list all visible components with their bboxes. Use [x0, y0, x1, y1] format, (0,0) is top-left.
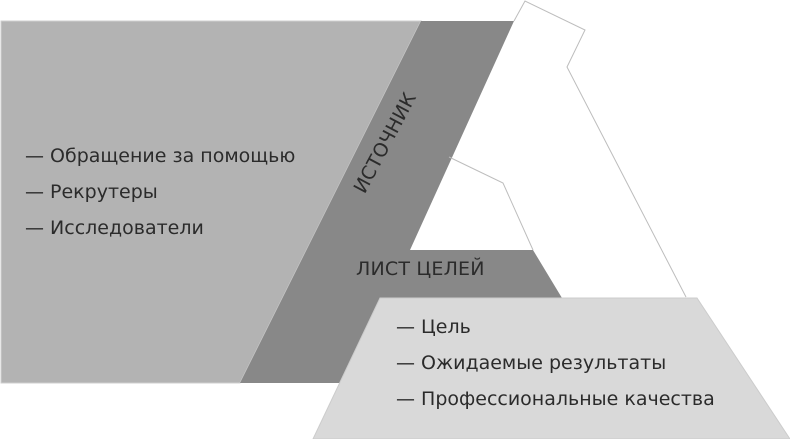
triangle-outline	[513, 0, 687, 298]
bottom-panel-shape	[312, 297, 790, 439]
list-item: — Рекрутеры	[25, 181, 158, 203]
source-band-shape	[240, 21, 562, 383]
inner-cut-outline	[448, 156, 534, 251]
goals-sheet-label: ЛИСТ ЦЕЛЕЙ	[356, 258, 485, 280]
list-item: — Ожидаемые результаты	[396, 352, 667, 374]
list-item: — Профессиональные качества	[396, 388, 715, 410]
list-item: — Исследователи	[25, 217, 204, 239]
list-item: — Обращение за помощью	[25, 145, 296, 167]
goals-list: — Цель — Ожидаемые результаты — Професси…	[396, 309, 715, 417]
list-item: — Цель	[396, 316, 471, 338]
sources-list: — Обращение за помощью — Рекрутеры — Исс…	[25, 138, 295, 246]
